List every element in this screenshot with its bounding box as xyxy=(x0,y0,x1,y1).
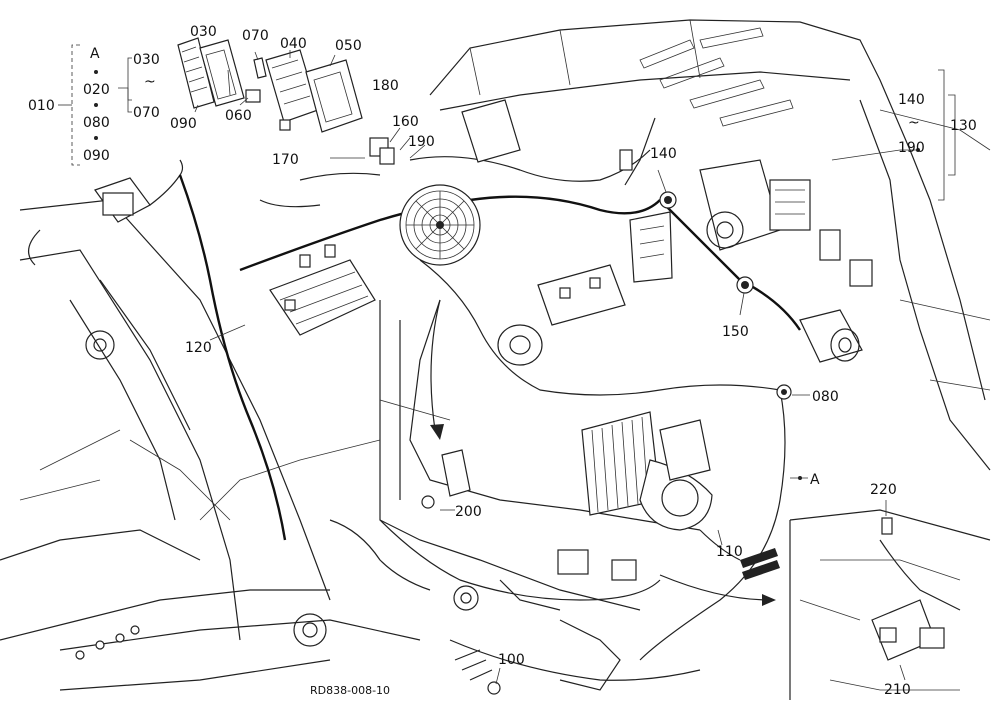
label-190-range: 190 xyxy=(898,140,925,156)
horn xyxy=(453,585,479,611)
label-010: 010 xyxy=(28,98,55,114)
label-140-range: 140 xyxy=(898,92,925,108)
label-090-list: 090 xyxy=(83,148,110,164)
roof-control-box xyxy=(461,99,521,163)
label-050: 050 xyxy=(335,38,362,54)
label-150: 150 xyxy=(722,324,749,340)
grommets xyxy=(659,191,792,400)
label-060: 060 xyxy=(225,108,252,124)
label-110: 110 xyxy=(716,544,743,560)
label-140: 140 xyxy=(650,146,677,162)
label-190: 190 xyxy=(408,134,435,150)
label-A: A xyxy=(810,472,820,488)
part-labels: 010 A 020 080 090 030 ~ 070 030 070 040 … xyxy=(28,24,977,698)
label-100: 100 xyxy=(498,652,525,668)
components xyxy=(269,99,945,695)
relay-160 xyxy=(379,147,395,165)
label-070: 070 xyxy=(242,28,269,44)
fuse-cover xyxy=(305,59,363,133)
heater-unit xyxy=(581,411,713,531)
small-connector xyxy=(245,89,261,103)
control-valve-block xyxy=(269,244,376,336)
ecu-box xyxy=(629,211,673,283)
label-160: 160 xyxy=(392,114,419,130)
clip-part xyxy=(253,57,267,79)
label-120: 120 xyxy=(185,340,212,356)
vent-grille xyxy=(740,548,780,580)
label-130: 130 xyxy=(950,118,977,134)
bracket-part xyxy=(199,39,245,107)
label-170: 170 xyxy=(272,152,299,168)
frame-bolts xyxy=(75,625,140,660)
label-080-list: 080 xyxy=(83,115,110,131)
wiring-harness xyxy=(178,149,961,681)
switch-210 xyxy=(871,599,945,661)
label-A-top: A xyxy=(90,46,100,62)
machine-outline xyxy=(0,19,991,700)
label-200: 200 xyxy=(455,504,482,520)
pump-motor xyxy=(497,324,543,366)
label-080: 080 xyxy=(812,389,839,405)
roof-slots xyxy=(639,27,794,127)
label-020: 020 xyxy=(83,82,110,98)
part-kit-group xyxy=(58,37,395,166)
label-180: 180 xyxy=(372,78,399,94)
drawing-code: RD838-008-10 xyxy=(310,684,390,697)
fan-motor xyxy=(399,184,481,266)
label-030: 030 xyxy=(190,24,217,40)
label-tilde-b: ~ xyxy=(908,115,920,131)
engine-alternator xyxy=(699,159,873,287)
ground-bracket xyxy=(441,449,471,497)
battery xyxy=(537,264,626,326)
leader-lines xyxy=(194,50,956,685)
label-210: 210 xyxy=(884,682,911,698)
starter-motor xyxy=(799,309,863,363)
list-dots xyxy=(94,70,98,140)
relay-cluster xyxy=(557,549,589,575)
label-tilde-a: ~ xyxy=(144,74,156,90)
label-070a: 070 xyxy=(133,105,160,121)
work-lamp xyxy=(94,159,184,223)
pad-part xyxy=(177,37,215,109)
label-030a: 030 xyxy=(133,52,160,68)
label-220: 220 xyxy=(870,482,897,498)
switch-220 xyxy=(881,517,893,535)
label-090: 090 xyxy=(170,116,197,132)
label-040: 040 xyxy=(280,36,307,52)
bottom-terminals xyxy=(454,649,501,695)
